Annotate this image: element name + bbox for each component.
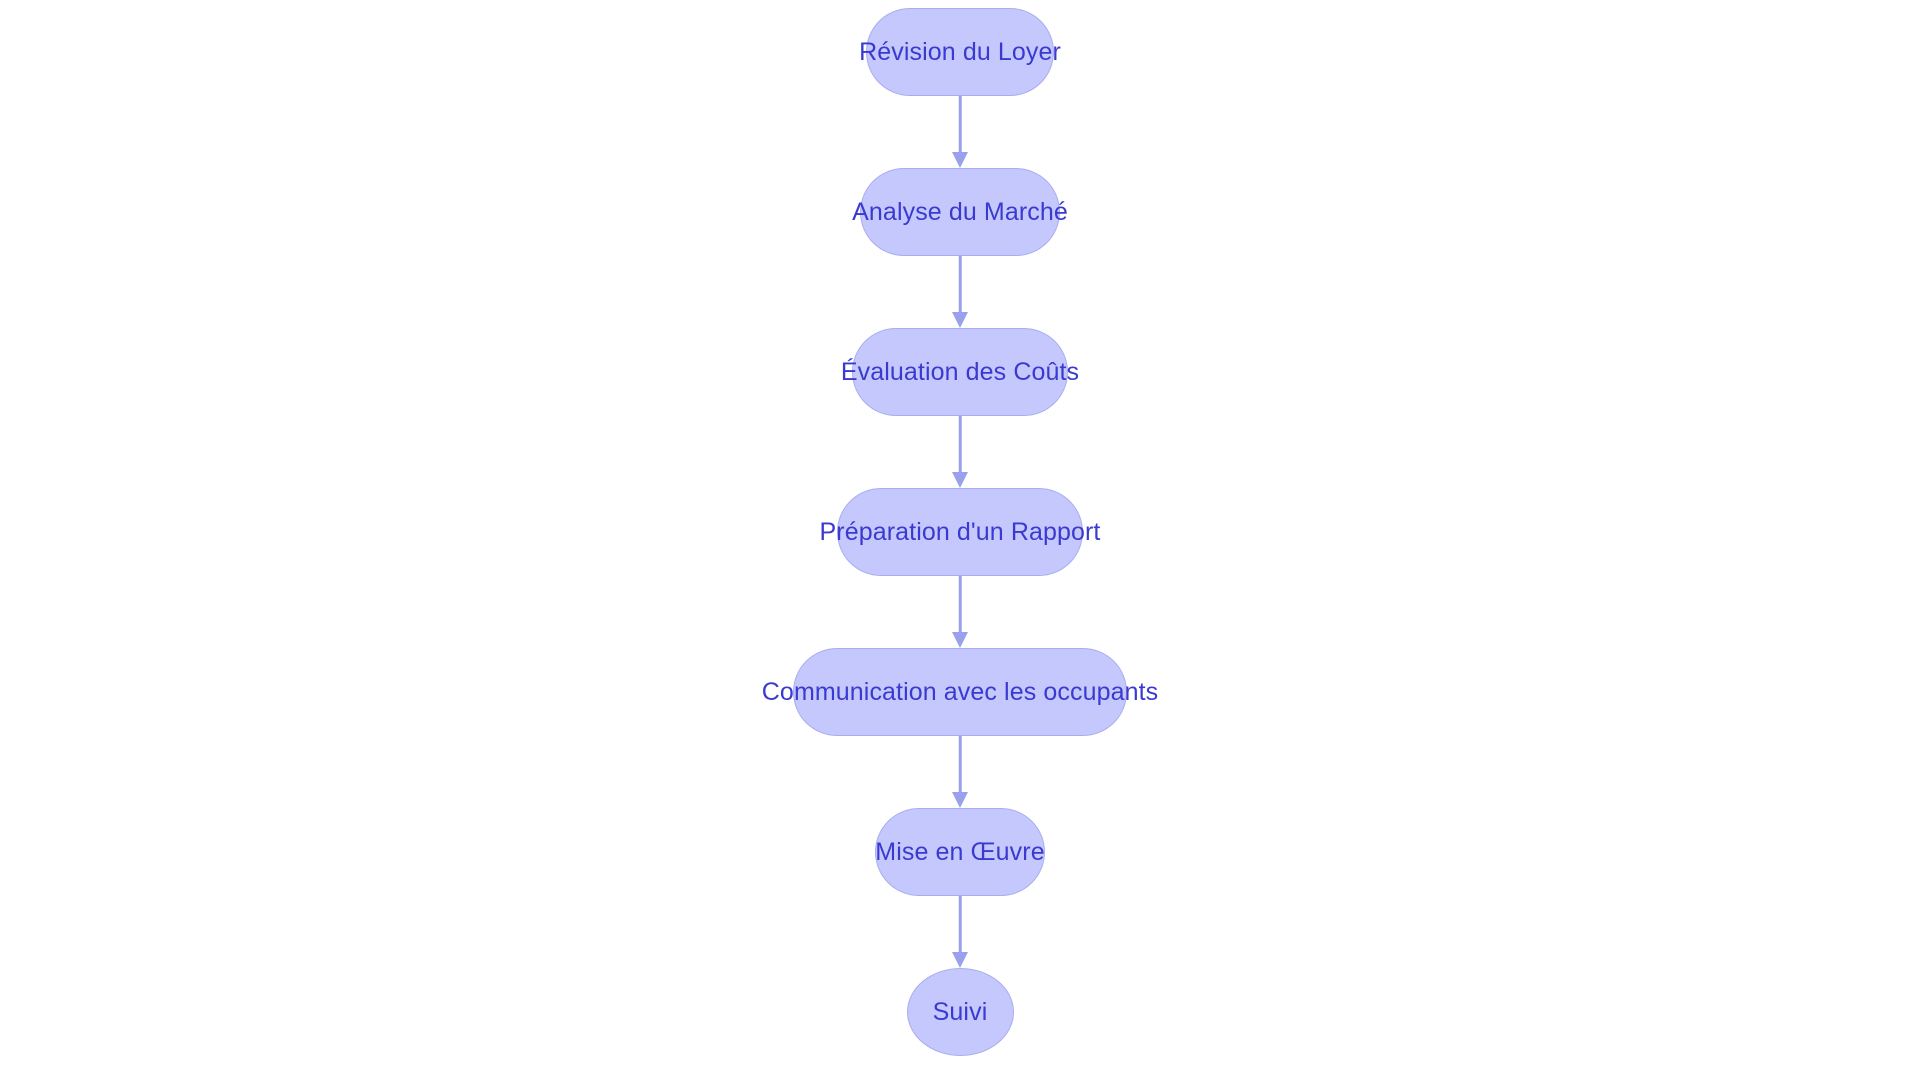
- node-label: Communication avec les occupants: [761, 677, 1159, 706]
- flow-step-revision: Révision du Loyer: [859, 8, 1061, 96]
- flow-step-communication: Communication avec les occupants: [762, 648, 1158, 736]
- arrow-shaft: [958, 96, 962, 154]
- node-label: Révision du Loyer: [859, 37, 1061, 66]
- arrow-rapport-to-communication: [948, 576, 972, 648]
- arrow-shaft: [958, 736, 962, 794]
- node-revision-du-loyer[interactable]: Révision du Loyer: [859, 8, 1061, 96]
- node-preparation-d-un-rapport[interactable]: Préparation d'un Rapport: [820, 488, 1100, 576]
- arrow-head-icon: [952, 312, 968, 328]
- arrow-head-icon: [952, 152, 968, 168]
- arrow-analyse-to-evaluation: [948, 256, 972, 328]
- node-evaluation-des-couts[interactable]: Évaluation des Coûts: [841, 328, 1079, 416]
- arrow-evaluation-to-rapport: [948, 416, 972, 488]
- node-communication-avec-les-occupants[interactable]: Communication avec les occupants: [762, 648, 1158, 736]
- arrow-head-icon: [952, 472, 968, 488]
- node-analyse-du-marche[interactable]: Analyse du Marché: [852, 168, 1068, 256]
- arrow-communication-to-mise-en-oeuvre: [948, 736, 972, 808]
- arrow-head-icon: [952, 952, 968, 968]
- flow-step-evaluation: Évaluation des Coûts: [841, 328, 1079, 416]
- flow-step-rapport: Préparation d'un Rapport: [820, 488, 1100, 576]
- node-mise-en-oeuvre[interactable]: Mise en Œuvre: [875, 808, 1045, 896]
- flow-step-mise-en-oeuvre: Mise en Œuvre: [875, 808, 1045, 896]
- arrow-head-icon: [952, 632, 968, 648]
- flow-step-suivi: Suivi: [906, 968, 1014, 1056]
- arrow-head-icon: [952, 792, 968, 808]
- node-label: Évaluation des Coûts: [840, 357, 1080, 386]
- node-label: Analyse du Marché: [852, 197, 1068, 226]
- node-label: Suivi: [932, 997, 988, 1026]
- arrow-shaft: [958, 896, 962, 954]
- node-label: Préparation d'un Rapport: [819, 517, 1101, 546]
- arrow-mise-en-oeuvre-to-suivi: [948, 896, 972, 968]
- arrow-shaft: [958, 256, 962, 314]
- node-suivi[interactable]: Suivi: [906, 968, 1014, 1056]
- node-label: Mise en Œuvre: [875, 837, 1045, 866]
- arrow-shaft: [958, 576, 962, 634]
- arrow-shaft: [958, 416, 962, 474]
- arrow-revision-to-analyse: [948, 96, 972, 168]
- flow-step-analyse: Analyse du Marché: [852, 168, 1068, 256]
